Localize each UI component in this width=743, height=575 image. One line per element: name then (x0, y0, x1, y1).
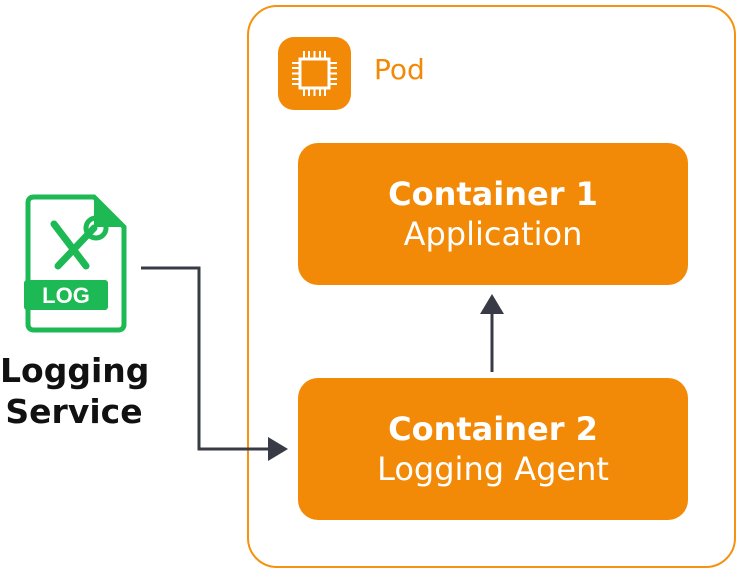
container-2-subtitle: Logging Agent (377, 450, 609, 488)
log-file-tools-icon: LOG (24, 194, 128, 334)
logging-service-label-line2: Service (5, 392, 143, 431)
arrowhead-to-container-1 (480, 294, 504, 314)
container-1-subtitle: Application (403, 215, 583, 253)
container-1-title: Container 1 (388, 175, 598, 213)
container-1-box: Container 1 Application (298, 143, 688, 285)
container-2-box: Container 2 Logging Agent (298, 378, 688, 520)
container-2-title: Container 2 (388, 410, 598, 448)
cpu-chip-icon (278, 37, 351, 110)
pod-boundary (247, 5, 736, 568)
arrowhead-to-container-2 (268, 437, 288, 461)
log-icon-text: LOG (42, 283, 90, 308)
pod-label: Pod (374, 53, 425, 86)
edge-logging-service-to-container-2 (141, 266, 270, 451)
logging-service-label-line1: Logging (0, 351, 150, 390)
logging-service-label: Logging Service (0, 350, 150, 432)
